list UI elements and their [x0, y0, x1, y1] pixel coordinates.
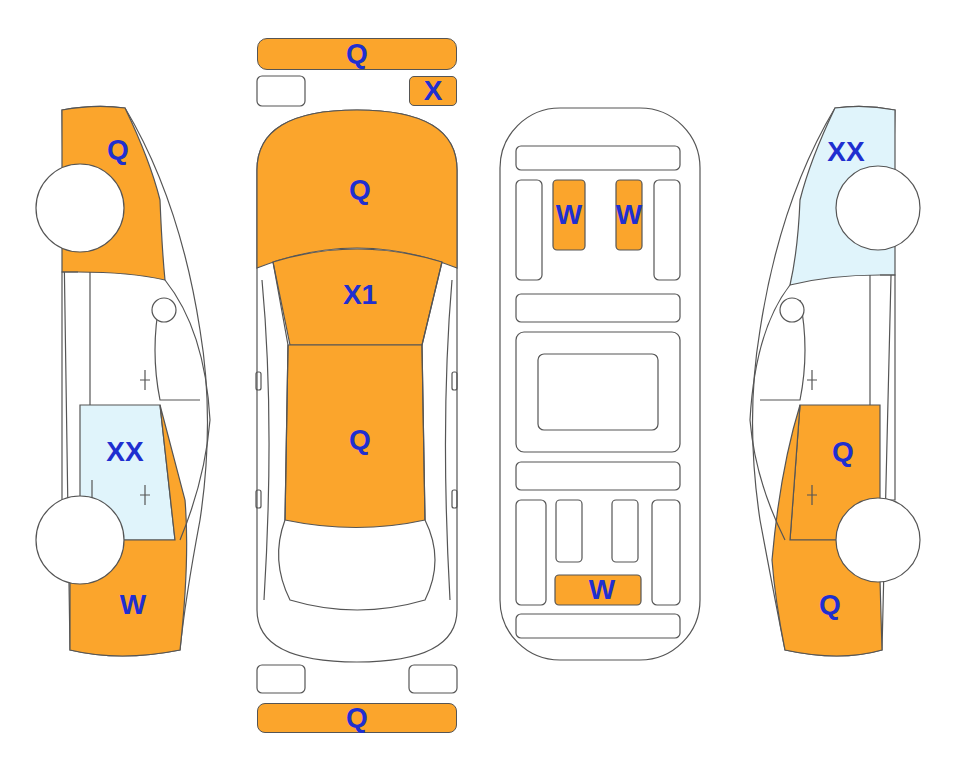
underbody-part: W [613, 195, 646, 235]
rear-quarter-panel: Q [800, 585, 860, 625]
hood-panel: Q [325, 170, 395, 210]
headlight-panel: X [409, 76, 457, 106]
underbody-part: W [553, 195, 585, 235]
damage-code: Q [346, 40, 368, 68]
rear-door-panel: Q [813, 432, 873, 472]
rear-door-glass-panel: XX [95, 432, 155, 472]
damage-code: Q [349, 176, 371, 204]
damage-code: Q [107, 136, 129, 164]
rear-quarter-panel: W [103, 585, 163, 625]
damage-code: W [556, 201, 582, 229]
damage-code: XX [106, 438, 143, 466]
underbody-part: W [572, 575, 632, 605]
front-fender-panel: Q [88, 130, 148, 170]
front-fender-panel: XX [816, 132, 876, 172]
damage-code: W [616, 201, 642, 229]
damage-code: X1 [343, 281, 377, 309]
rear-bumper-panel: Q [257, 703, 457, 733]
damage-code: Q [349, 426, 371, 454]
damage-code: Q [346, 704, 368, 732]
damage-code: XX [827, 138, 864, 166]
roof-panel: Q [325, 420, 395, 460]
damage-code: W [589, 576, 615, 604]
damage-code: X [424, 77, 443, 105]
damage-code: W [120, 591, 146, 619]
windshield-panel: X1 [320, 275, 400, 315]
damage-code: Q [819, 591, 841, 619]
damage-code: Q [832, 438, 854, 466]
front-bumper-panel: Q [257, 38, 457, 70]
